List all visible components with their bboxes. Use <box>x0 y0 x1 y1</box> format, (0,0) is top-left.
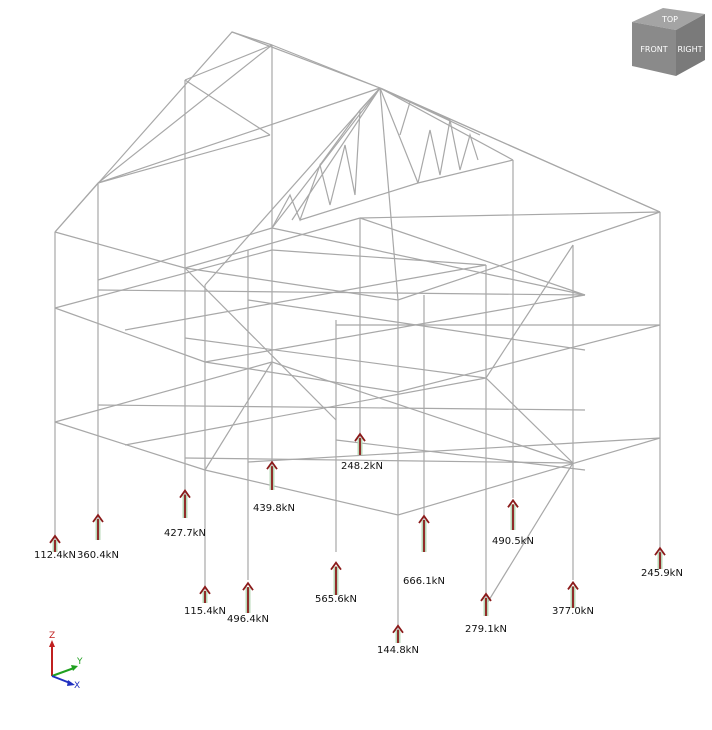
reaction-label: 565.6kN <box>315 594 357 605</box>
reaction-arrow-head <box>266 460 278 470</box>
view-cube[interactable]: TOP FRONT RIGHT <box>632 8 705 76</box>
reaction-arrow-head <box>179 489 191 499</box>
reaction-arrow-head <box>654 546 666 556</box>
x-axis-line <box>51 675 71 684</box>
reaction-label: 112.4kN <box>34 550 76 561</box>
reaction-label: 279.1kN <box>465 624 507 635</box>
z-axis-label: Z <box>49 631 55 641</box>
reaction-arrow-head <box>49 534 61 544</box>
reaction-label: 427.7kN <box>164 528 206 539</box>
reaction-label: 496.4kN <box>227 614 269 625</box>
reaction-label: 490.5kN <box>492 536 534 547</box>
reaction-label: 377.0kN <box>552 606 594 617</box>
reaction-arrow-head <box>567 580 579 590</box>
reaction-label: 360.4kN <box>77 550 119 561</box>
y-axis-line <box>51 667 75 677</box>
reaction-arrow-head <box>199 585 211 595</box>
reaction-label: 245.9kN <box>641 568 683 579</box>
reaction-arrow-head <box>480 592 492 602</box>
structural-frame <box>54 31 661 632</box>
reaction-label: 439.8kN <box>253 503 295 514</box>
y-axis-label: Y <box>76 657 83 667</box>
reaction-label: 248.2kN <box>341 461 383 472</box>
reaction-arrow-head <box>242 581 254 591</box>
view-cube-top-label[interactable]: TOP <box>661 15 678 24</box>
reaction-arrow-head <box>507 498 519 508</box>
x-axis-label: X <box>74 681 80 691</box>
reaction-arrow-head <box>354 432 366 442</box>
reaction-label: 144.8kN <box>377 645 419 656</box>
reaction-label: 666.1kN <box>403 576 445 587</box>
view-cube-right-label[interactable]: RIGHT <box>677 45 702 54</box>
reaction-arrow-head <box>392 624 404 634</box>
view-cube-front-label[interactable]: FRONT <box>640 45 667 54</box>
reaction-arrow-head <box>418 514 430 524</box>
reaction-label: 115.4kN <box>184 606 226 617</box>
reaction-arrow-head <box>92 513 104 523</box>
reaction-arrow-head <box>330 561 342 571</box>
axis-triad: Z Y X <box>49 631 83 691</box>
